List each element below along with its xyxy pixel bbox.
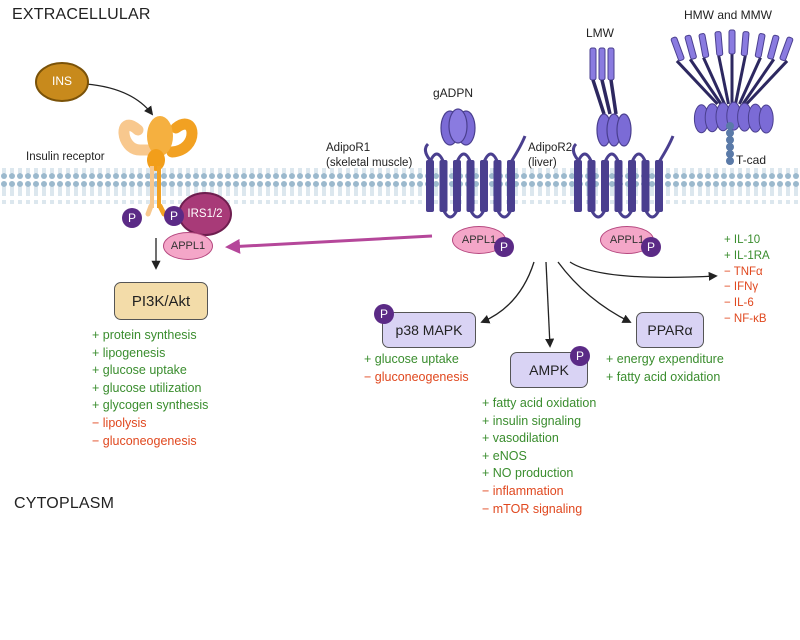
phospho-badge-receptor: P [122, 208, 142, 228]
cytokines-effect-item: − IL-6 [724, 297, 754, 310]
cytokines-effect-item: + IL-1RA [724, 249, 770, 262]
hmw-mmw-label: HMW and MMW [684, 8, 772, 22]
ampk-effect-item: + NO production [482, 466, 574, 481]
ppar-effects-list: + energy expenditure + fatty acid oxidati… [606, 351, 724, 386]
phospho-badge-appl1-r1: P [494, 237, 514, 257]
pi3k-effect-item: + protein synthesis [92, 328, 197, 342]
ampk-effect-item: + eNOS [482, 448, 527, 463]
insulin-receptor-label: Insulin receptor [26, 151, 105, 163]
appl1-insulin-side: APPL1 [163, 232, 213, 260]
adipor2-tissue-label: (liver) [528, 157, 557, 169]
ampk-effect-item: − inflammation [482, 483, 564, 498]
phospho-badge-p38: P [374, 304, 394, 324]
pi3k-effect-item: + glycogen synthesis [92, 398, 209, 413]
pi3k-akt-node: PI3K/Akt [114, 282, 208, 320]
tcad-label: T-cad [736, 153, 767, 167]
ampk-effect-item: + fatty acid oxidation [482, 396, 597, 410]
ampk-effect-item: + vasodilation [482, 431, 559, 446]
gadpn-molecule [440, 108, 476, 146]
cytokine-effects-list: + IL-10 + IL-1RA − TNFα − IFNγ − IL-6 − NF-κB [724, 233, 770, 328]
pi3k-effect-item: + glucose uptake [92, 363, 187, 378]
arrow-to-cytokines [569, 261, 718, 281]
cytokines-effect-item: + IL-10 [724, 234, 761, 246]
ppar-alpha-node: PPARα [636, 312, 704, 348]
appl1-translocation-arrow [225, 234, 433, 254]
p38-mapk-node: p38 MAPK [382, 312, 476, 348]
pi3k-effect-item: − gluconeogenesis [92, 433, 197, 448]
ampk-effect-item: + insulin signaling [482, 413, 582, 428]
pi3k-effect-item: − lipolysis [92, 415, 147, 430]
cytokines-effect-item: − TNFα [724, 265, 763, 278]
ins-binding-arrow [85, 83, 154, 116]
cytoplasm-label: CYTOPLASM [14, 495, 115, 512]
phospho-badge-ampk: P [570, 346, 590, 366]
adipor2-label: AdipoR2 [528, 142, 573, 154]
pi3k-effects-list: + protein synthesis + lipogenesis + glucos… [92, 327, 208, 450]
adipor1-label: AdipoR1 [326, 142, 371, 154]
extracellular-label: EXTRACELLULAR [12, 6, 151, 23]
pi3k-effect-item: + lipogenesis [92, 345, 166, 360]
p38-effect-item: + glucose uptake [364, 352, 459, 366]
ampk-node: AMPK [510, 352, 588, 388]
ppar-effect-item: + energy expenditure [606, 352, 724, 366]
arrow-to-ampk [545, 261, 555, 348]
ins-molecule [35, 62, 89, 102]
pi3k-effect-item: + glucose utilization [92, 380, 202, 395]
adipor2-receptor [571, 135, 675, 219]
arrow-to-ppar [557, 261, 632, 323]
phospho-badge-appl1-r2: P [641, 237, 661, 257]
arrow-to-p38 [480, 261, 535, 324]
irs-protein: IRS1/2 [178, 192, 232, 236]
ins-label: INS [51, 74, 72, 88]
adipor1-receptor [423, 135, 527, 219]
adipor1-tissue-label: (skeletal muscle) [326, 157, 413, 169]
lmw-adiponectin [589, 47, 632, 147]
hmw-mmw-adiponectin [670, 29, 794, 165]
cytokines-effect-item: − IFNγ [724, 281, 759, 294]
cell-membrane [0, 168, 800, 204]
ppar-effect-item: + fatty acid oxidation [606, 369, 721, 384]
lmw-label: LMW [586, 26, 614, 40]
ampk-effects-list: + fatty acid oxidation + insulin signalin… [482, 395, 596, 518]
cytokines-effect-item: − NF-κB [724, 312, 767, 325]
phospho-badge-irs: P [164, 206, 184, 226]
p38-effect-item: − gluconeogenesis [364, 369, 469, 384]
insulin-receptor-shape [118, 116, 198, 217]
p38-effects-list: + glucose uptake − gluconeogenesis [364, 351, 469, 386]
gadpn-label: gADPN [433, 86, 474, 100]
ampk-effect-item: − mTOR signaling [482, 501, 583, 516]
